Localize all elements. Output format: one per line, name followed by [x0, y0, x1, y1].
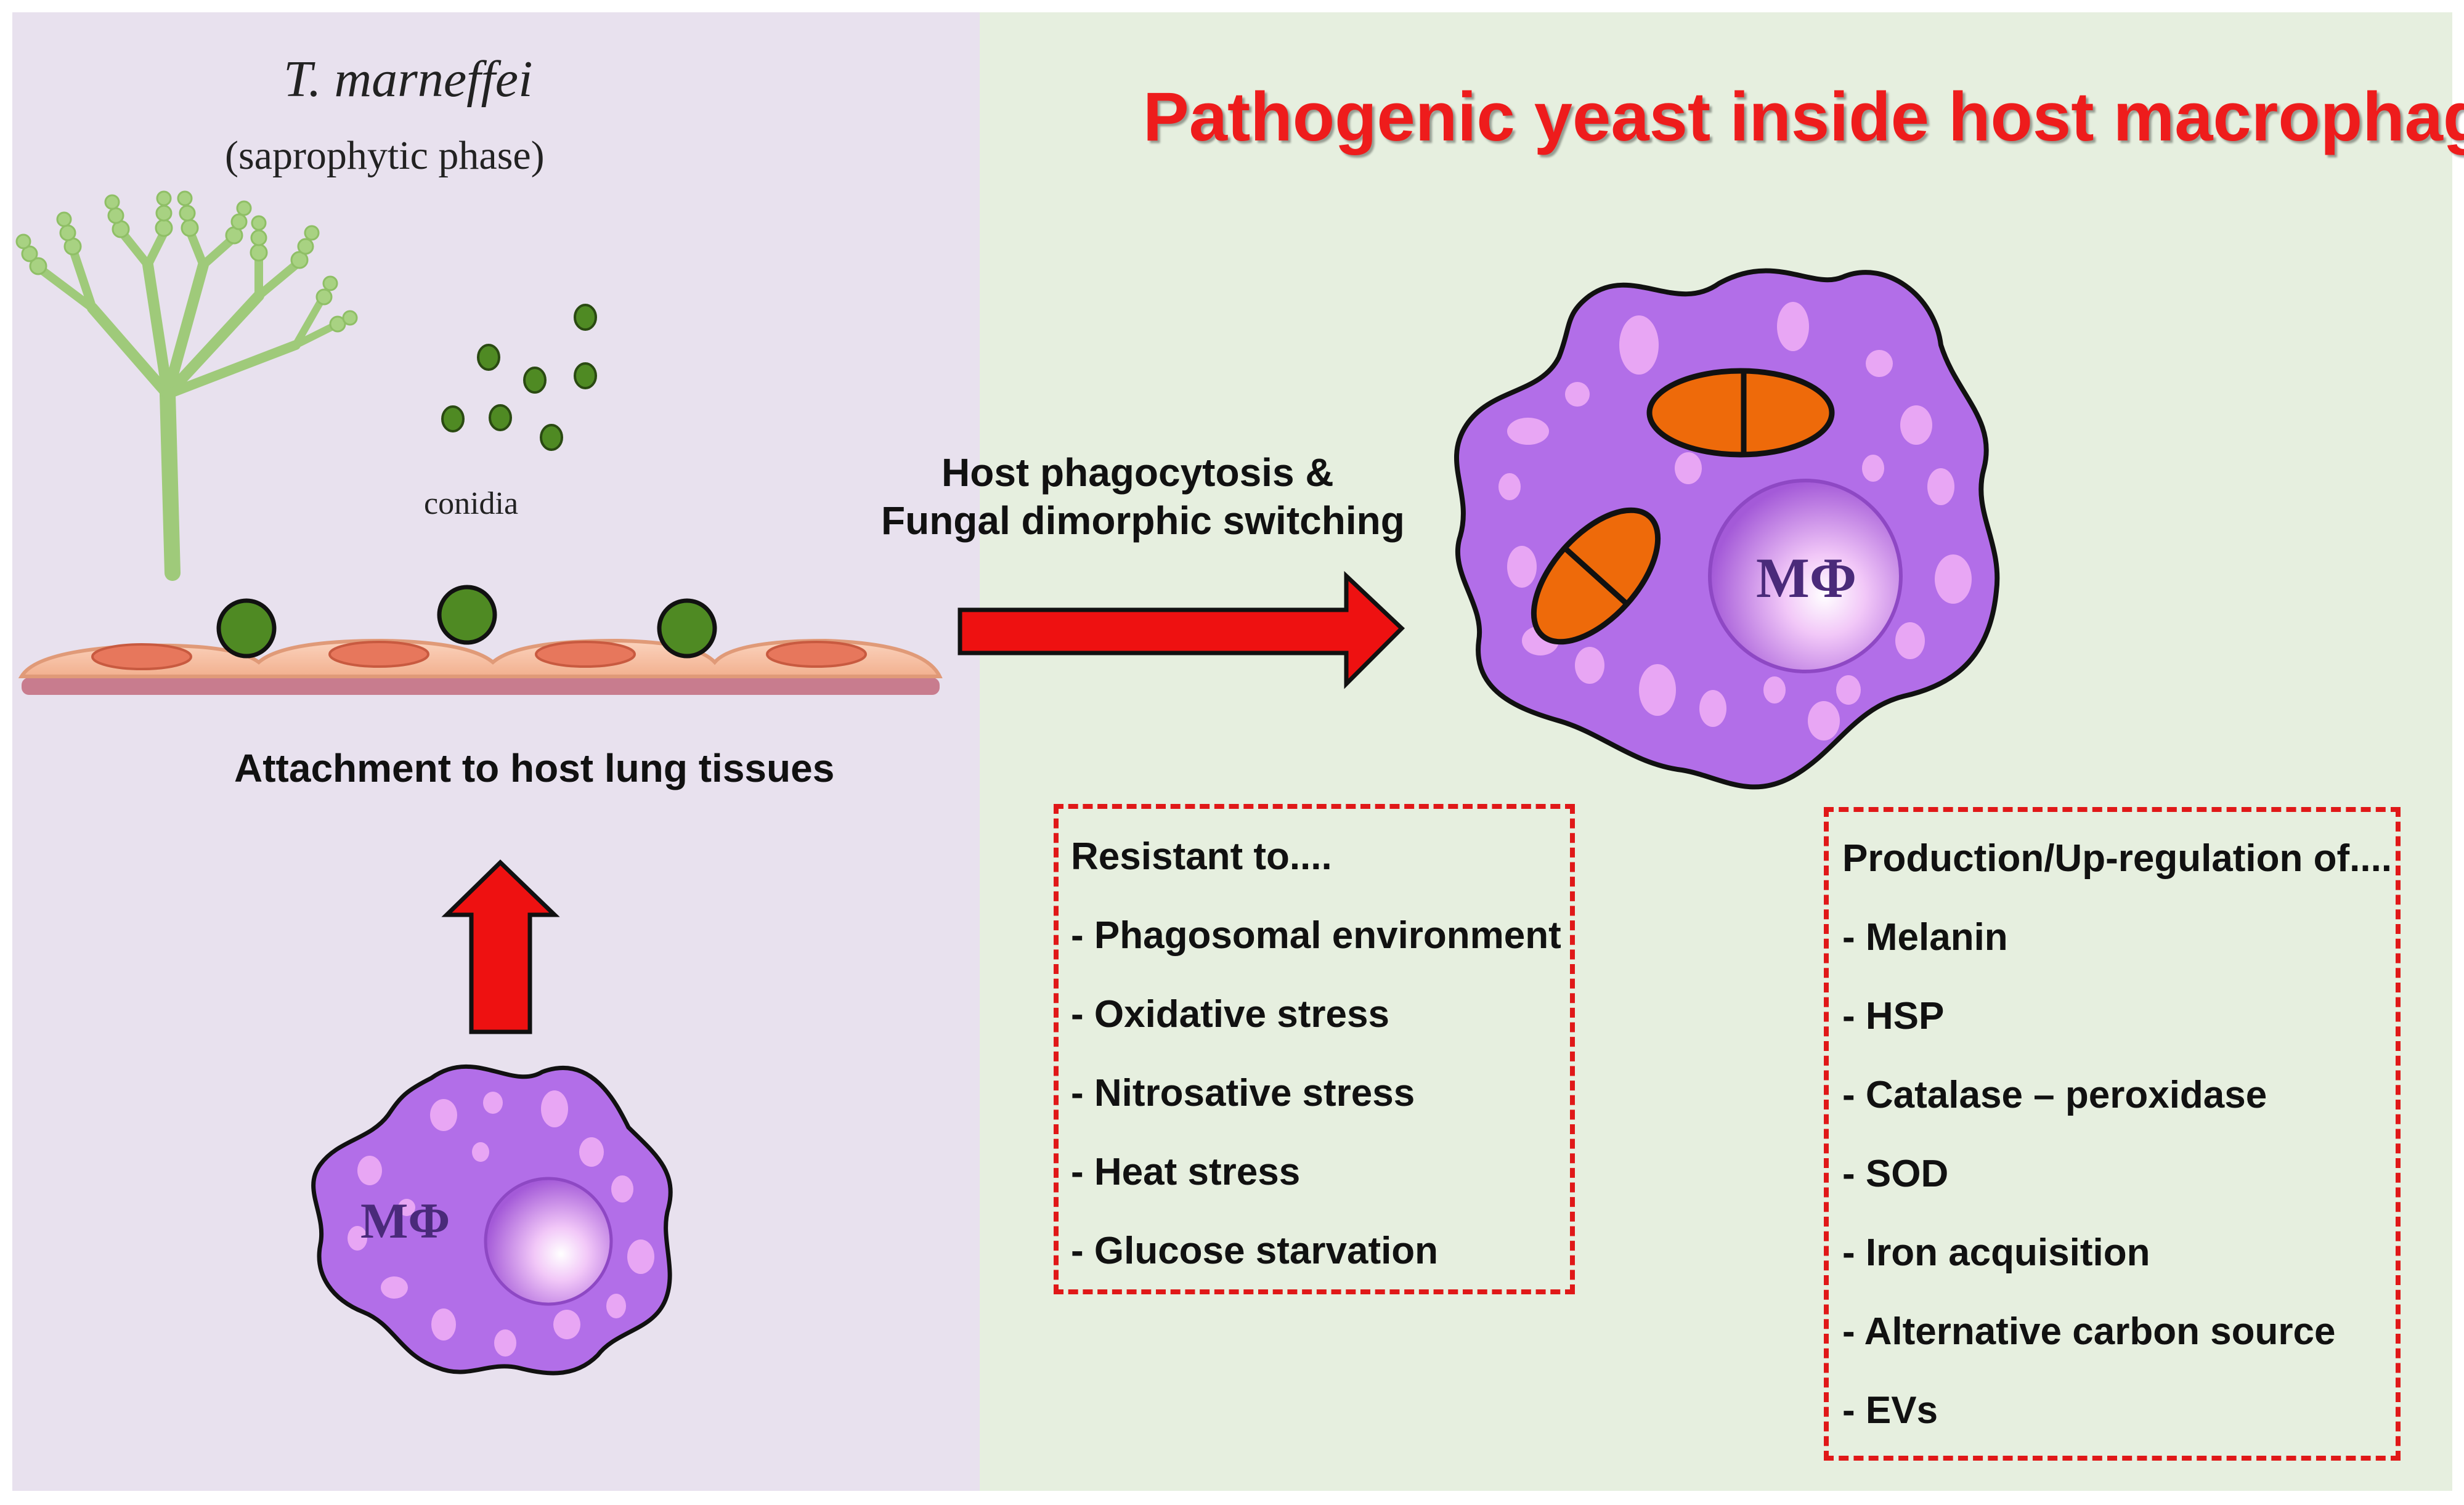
small-macrophage-label: MΦ	[360, 1193, 450, 1249]
production-item: - EVs	[1842, 1389, 1938, 1432]
conidiophore-icon	[39, 230, 336, 581]
resistance-item: - Glucose starvation	[1071, 1230, 1439, 1272]
free-conidia-icon	[441, 304, 597, 451]
production-box: Production/Up-regulation of.... - Melani…	[1824, 807, 2401, 1461]
resistance-item: - Nitrosative stress	[1071, 1072, 1415, 1114]
up-arrow	[441, 859, 560, 1034]
resistance-item: - Heat stress	[1071, 1151, 1301, 1193]
production-item: - Catalase – peroxidase	[1842, 1074, 2267, 1116]
resistance-heading: Resistant to....	[1071, 835, 1332, 878]
conidia-label: conidia	[424, 486, 519, 521]
lung-epithelium	[18, 638, 943, 695]
resistance-box: Resistant to.... - Phagosomal environmen…	[1054, 804, 1575, 1294]
arrow-label-line1: Host phagocytosis &	[941, 450, 1334, 495]
small-macrophage-icon	[311, 1065, 673, 1376]
large-macrophage-label: MΦ	[1756, 546, 1857, 609]
production-item: - Melanin	[1842, 916, 2008, 959]
resistance-item: - Phagosomal environment	[1071, 914, 1561, 957]
arrow-label-line2: Fungal dimorphic switching	[881, 498, 1405, 543]
yeast-cell-icon	[1646, 368, 1835, 458]
resistance-item: - Oxidative stress	[1071, 993, 1389, 1036]
production-heading: Production/Up-regulation of....	[1842, 837, 2393, 880]
production-item: - SOD	[1842, 1153, 1949, 1195]
right-panel-title: Pathogenic yeast inside host macrophages	[1143, 78, 2464, 155]
production-item: - HSP	[1842, 995, 1945, 1037]
species-name: T. marneffei	[283, 51, 533, 108]
right-arrow	[958, 570, 1405, 689]
production-item: - Iron acquisition	[1842, 1231, 2150, 1274]
phase-label: (saprophytic phase)	[225, 133, 545, 178]
attachment-label: Attachment to host lung tissues	[234, 746, 835, 790]
production-item: - Alternative carbon source	[1842, 1310, 2336, 1353]
yeast-cell-icon	[1531, 507, 1661, 645]
conidia-chain-icon	[15, 190, 358, 333]
attached-conidia-icon	[216, 585, 717, 659]
large-macrophage-icon	[1454, 268, 2000, 790]
